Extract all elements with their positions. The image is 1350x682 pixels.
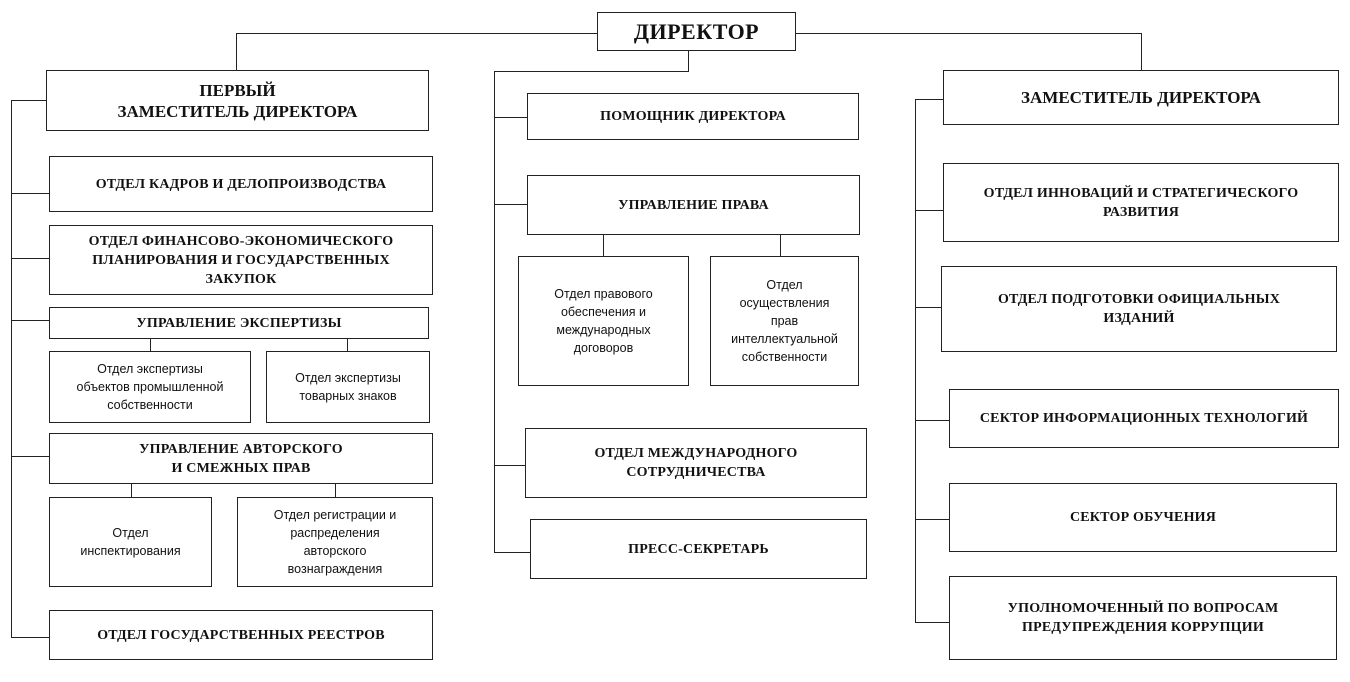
connector-line	[150, 338, 151, 352]
connector-line	[335, 483, 336, 497]
ip-rights-dept-box: Отдел осуществления прав интеллектуально…	[710, 256, 859, 386]
connector-line	[915, 622, 950, 623]
connector-line	[915, 99, 916, 622]
connector-line	[795, 33, 1142, 34]
connector-line	[1141, 33, 1142, 71]
law-admin-box: УПРАВЛЕНИЕ ПРАВА	[527, 175, 860, 235]
connector-line	[780, 234, 781, 257]
training-sector-label: СЕКТОР ОБУЧЕНИЯ	[1069, 510, 1217, 525]
publications-dept-label: ОТДЕЛ ПОДГОТОВКИ ОФИЦИАЛЬНЫХ ИЗДАНИЙ	[997, 292, 1281, 326]
registration-dept-label: Отдел регистрации и распределения авторс…	[273, 508, 397, 576]
deputy-label: ЗАМЕСТИТЕЛЬ ДИРЕКТОРА	[1021, 88, 1261, 107]
expertise-trademarks-box: Отдел экспертизы товарных знаков	[266, 351, 430, 423]
connector-line	[11, 193, 49, 194]
connector-line	[494, 465, 527, 466]
copyright-admin-label: УПРАВЛЕНИЕ АВТОРСКОГО И СМЕЖНЫХ ПРАВ	[139, 441, 343, 476]
expertise-admin-box: УПРАВЛЕНИЕ ЭКСПЕРТИЗЫ	[49, 307, 429, 339]
inspection-dept-label: Отдел инспектирования	[80, 526, 181, 558]
anticorruption-label: УПОЛНОМОЧЕННЫЙ ПО ВОПРОСАМ ПРЕДУПРЕЖДЕНИ…	[1007, 601, 1279, 635]
connector-line	[11, 258, 49, 259]
hr-dept-label: ОТДЕЛ КАДРОВ И ДЕЛОПРОИЗВОДСТВА	[95, 176, 387, 192]
connector-line	[11, 456, 49, 457]
intl-dept-label: ОТДЕЛ МЕЖДУНАРОДНОГО СОТРУДНИЧЕСТВА	[594, 446, 798, 480]
press-secretary-label: ПРЕСС-СЕКРЕТАРЬ	[628, 541, 769, 557]
publications-dept-box: ОТДЕЛ ПОДГОТОВКИ ОФИЦИАЛЬНЫХ ИЗДАНИЙ	[941, 266, 1337, 352]
connector-line	[915, 210, 944, 211]
legal-support-dept-box: Отдел правового обеспечения и международ…	[518, 256, 689, 386]
innovation-dept-box: ОТДЕЛ ИННОВАЦИЙ И СТРАТЕГИЧЕСКОГО РАЗВИТ…	[943, 163, 1339, 242]
law-admin-label: УПРАВЛЕНИЕ ПРАВА	[618, 197, 769, 213]
finance-dept-label: ОТДЕЛ ФИНАНСОВО-ЭКОНОМИЧЕСКОГО ПЛАНИРОВА…	[88, 233, 394, 287]
connector-line	[494, 117, 527, 118]
connector-line	[11, 637, 49, 638]
connector-line	[131, 483, 132, 497]
connector-line	[236, 33, 237, 71]
expertise-industrial-box: Отдел экспертизы объектов промышленной с…	[49, 351, 251, 423]
ip-rights-dept-label: Отдел осуществления прав интеллектуально…	[731, 278, 838, 364]
director-label: ДИРЕКТОР	[633, 18, 760, 44]
connector-line	[603, 234, 604, 257]
connector-line	[11, 100, 12, 637]
connector-line	[915, 420, 950, 421]
connector-line	[915, 99, 944, 100]
connector-line	[494, 71, 689, 72]
connector-line	[494, 71, 495, 552]
anticorruption-box: УПОЛНОМОЧЕННЫЙ ПО ВОПРОСАМ ПРЕДУПРЕЖДЕНИ…	[949, 576, 1337, 660]
it-sector-box: СЕКТОР ИНФОРМАЦИОННЫХ ТЕХНОЛОГИЙ	[949, 389, 1339, 448]
expertise-industrial-label: Отдел экспертизы объектов промышленной с…	[76, 362, 224, 412]
copyright-admin-box: УПРАВЛЕНИЕ АВТОРСКОГО И СМЕЖНЫХ ПРАВ	[49, 433, 433, 484]
first-deputy-box: ПЕРВЫЙ ЗАМЕСТИТЕЛЬ ДИРЕКТОРА	[46, 70, 429, 131]
registries-dept-label: ОТДЕЛ ГОСУДАРСТВЕННЫХ РЕЕСТРОВ	[97, 627, 385, 643]
connector-line	[236, 33, 597, 34]
finance-dept-box: ОТДЕЛ ФИНАНСОВО-ЭКОНОМИЧЕСКОГО ПЛАНИРОВА…	[49, 225, 433, 295]
director-box: ДИРЕКТОР	[597, 12, 796, 51]
legal-support-dept-label: Отдел правового обеспечения и международ…	[554, 287, 653, 355]
connector-line	[915, 307, 942, 308]
connector-line	[11, 100, 46, 101]
expertise-trademarks-label: Отдел экспертизы товарных знаков	[295, 371, 401, 403]
connector-line	[494, 552, 531, 553]
expertise-admin-label: УПРАВЛЕНИЕ ЭКСПЕРТИЗЫ	[136, 315, 342, 331]
registration-dept-box: Отдел регистрации и распределения авторс…	[237, 497, 433, 587]
first-deputy-label: ПЕРВЫЙ ЗАМЕСТИТЕЛЬ ДИРЕКТОРА	[117, 80, 358, 121]
it-sector-label: СЕКТОР ИНФОРМАЦИОННЫХ ТЕХНОЛОГИЙ	[979, 411, 1309, 426]
registries-dept-box: ОТДЕЛ ГОСУДАРСТВЕННЫХ РЕЕСТРОВ	[49, 610, 433, 660]
intl-dept-box: ОТДЕЛ МЕЖДУНАРОДНОГО СОТРУДНИЧЕСТВА	[525, 428, 867, 498]
connector-line	[11, 320, 49, 321]
hr-dept-box: ОТДЕЛ КАДРОВ И ДЕЛОПРОИЗВОДСТВА	[49, 156, 433, 212]
training-sector-box: СЕКТОР ОБУЧЕНИЯ	[949, 483, 1337, 552]
connector-line	[915, 519, 950, 520]
assistant-box: ПОМОЩНИК ДИРЕКТОРА	[527, 93, 859, 140]
inspection-dept-box: Отдел инспектирования	[49, 497, 212, 587]
connector-line	[494, 204, 527, 205]
connector-line	[347, 338, 348, 352]
connector-line	[688, 50, 689, 71]
innovation-dept-label: ОТДЕЛ ИННОВАЦИЙ И СТРАТЕГИЧЕСКОГО РАЗВИТ…	[983, 185, 1299, 220]
press-secretary-box: ПРЕСС-СЕКРЕТАРЬ	[530, 519, 867, 579]
assistant-label: ПОМОЩНИК ДИРЕКТОРА	[600, 109, 786, 124]
deputy-box: ЗАМЕСТИТЕЛЬ ДИРЕКТОРА	[943, 70, 1339, 125]
